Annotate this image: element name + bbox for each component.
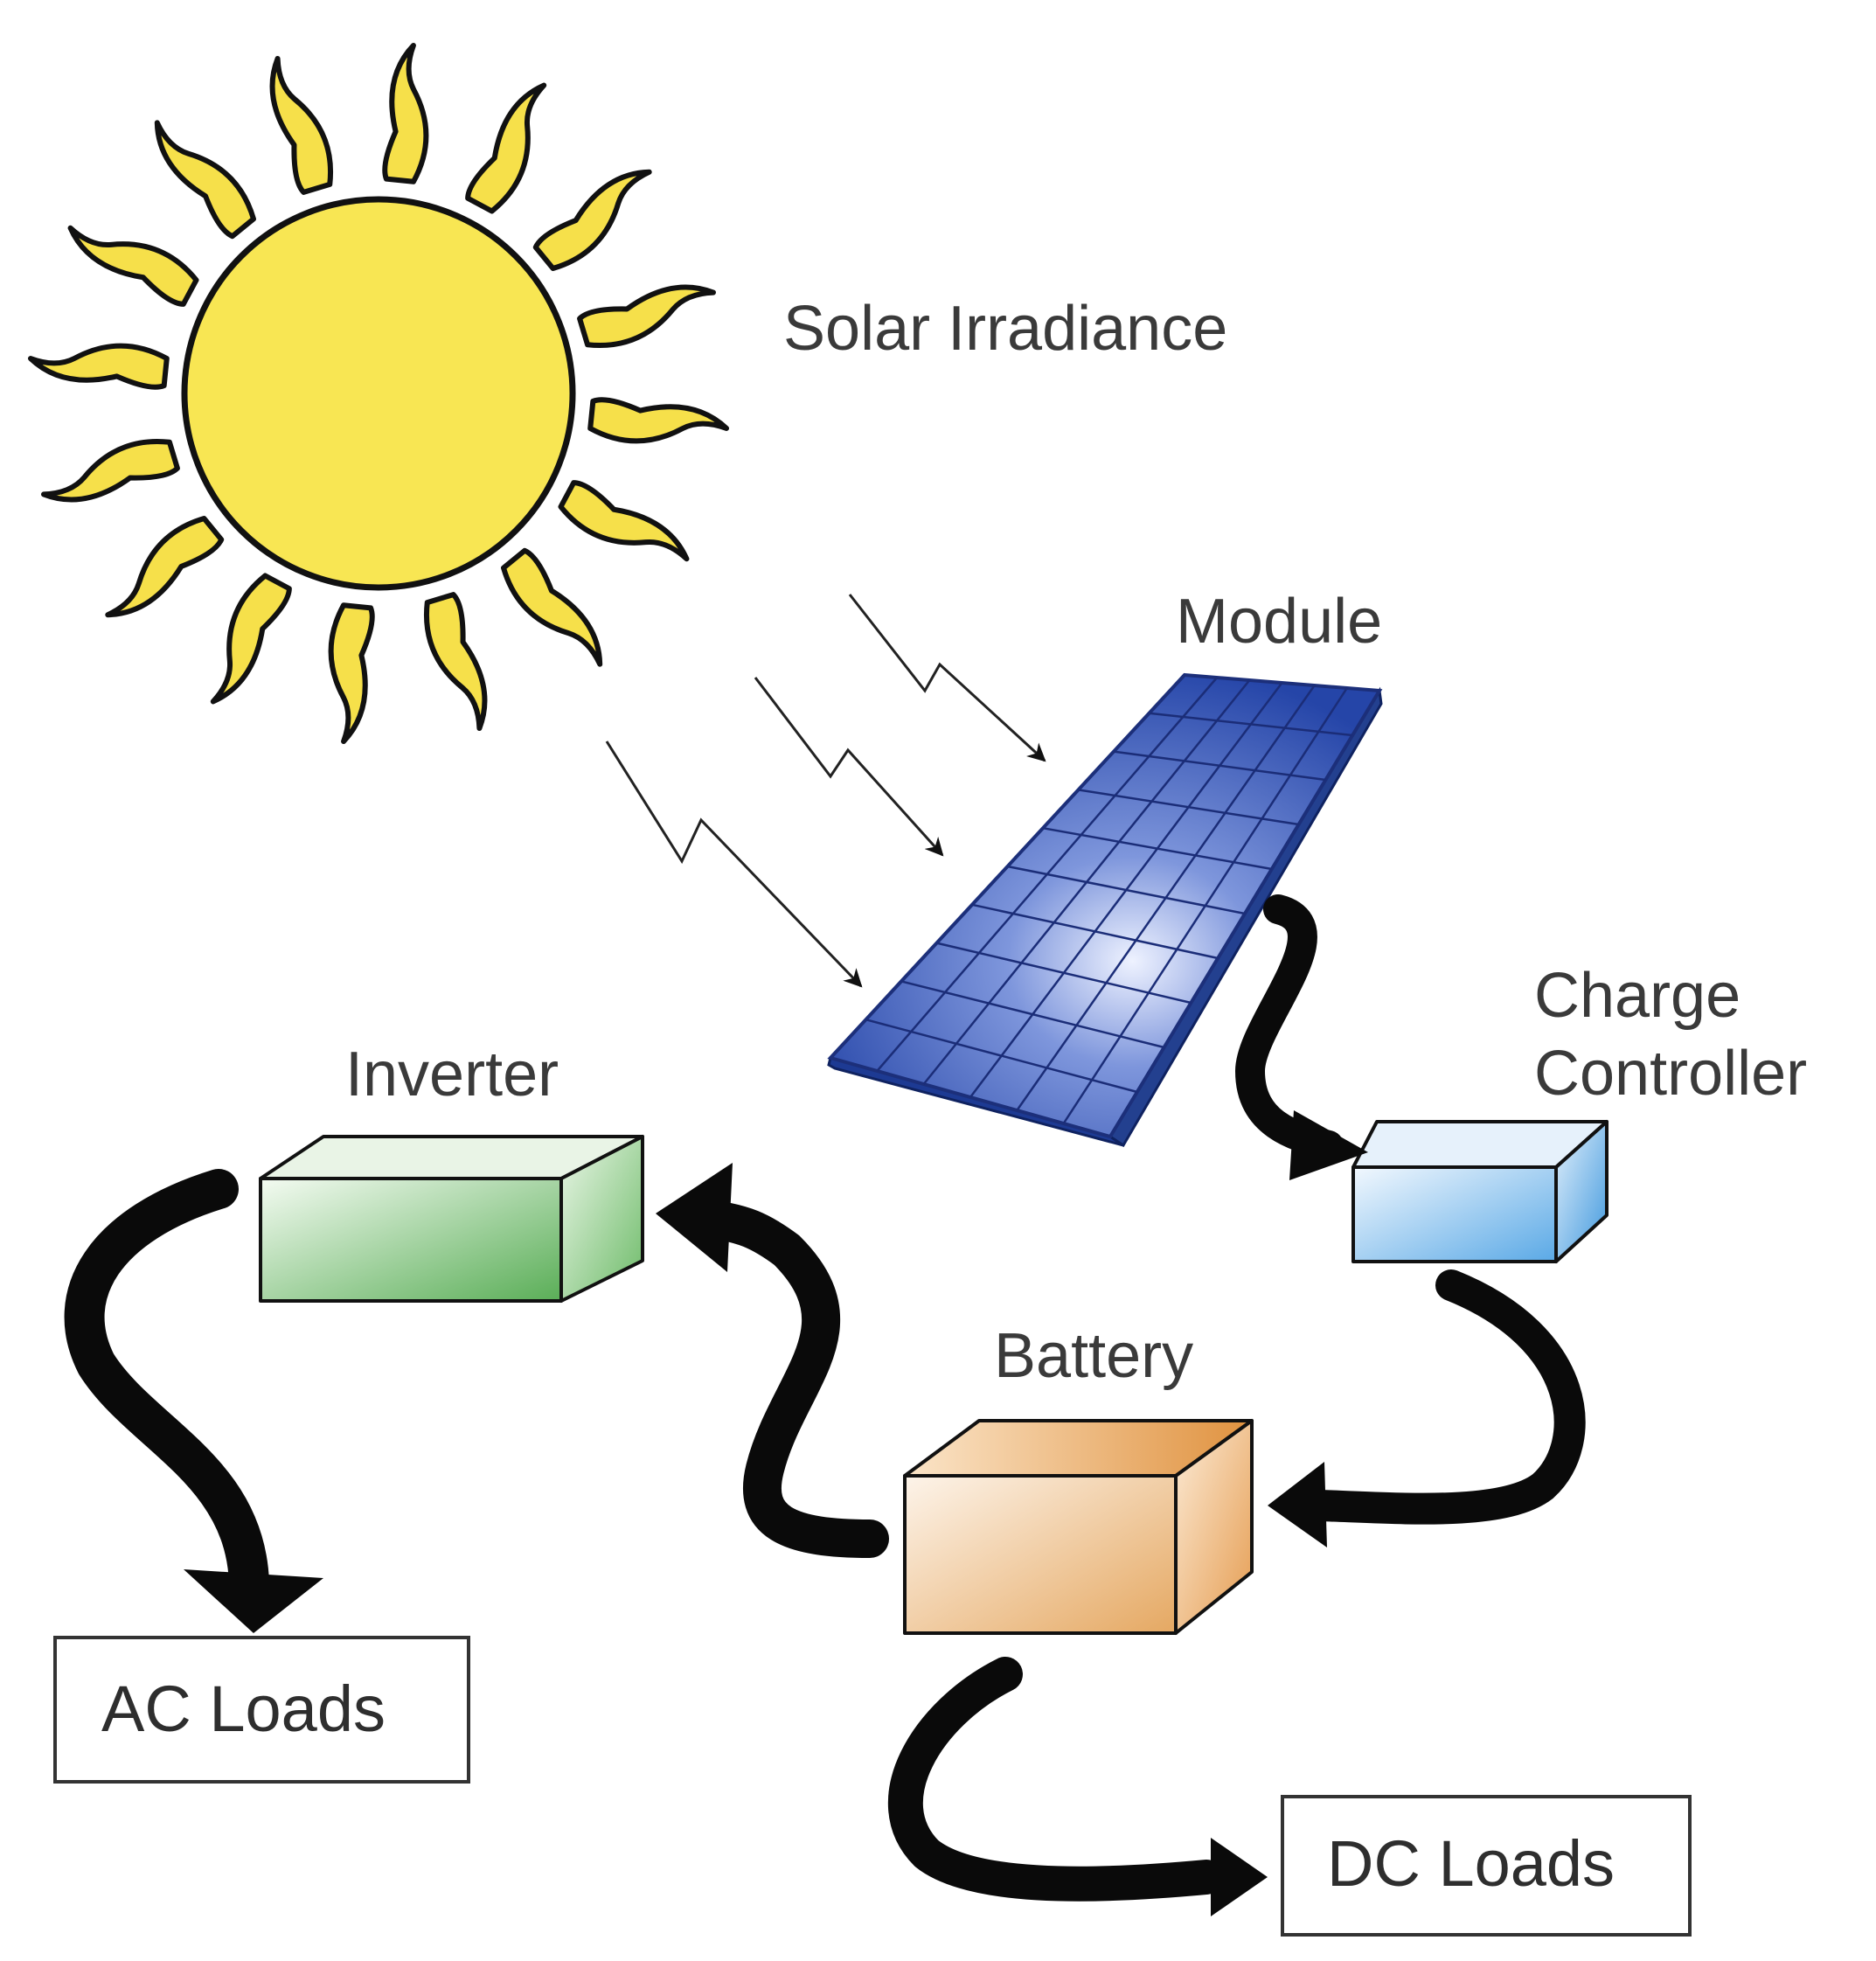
arrow-controller-to-battery [1304, 1269, 1586, 1525]
arrow-inverter-to-ac-loads [64, 1169, 269, 1603]
sun-ray [105, 516, 225, 618]
panel-cell-line [1078, 789, 1299, 826]
sun-ray [587, 397, 730, 444]
arrow-module-to-controller [1235, 894, 1344, 1160]
module-label: Module [1176, 587, 1382, 657]
arrow-head [184, 1569, 323, 1633]
arrow-head [656, 1163, 733, 1272]
charge-controller-box-icon [1351, 1120, 1608, 1263]
sun-ray [27, 343, 170, 390]
irradiance-arrows [605, 594, 1046, 988]
arrow-head [1289, 1110, 1368, 1180]
sun-ray [154, 120, 256, 240]
sun-ray [210, 573, 292, 705]
irradiance-arrow [754, 677, 944, 857]
inverter-box-icon [259, 1135, 644, 1303]
panel-cell-line [865, 1018, 1138, 1094]
panel-cell-line [900, 980, 1164, 1049]
sun-ray [465, 82, 547, 214]
sun-ray [558, 480, 690, 562]
panel-cell-line [1042, 826, 1273, 871]
sun-ray [424, 592, 488, 731]
sun-icon [27, 42, 730, 745]
panel-cell-line [971, 903, 1219, 960]
panel-cell-line [1149, 712, 1353, 737]
sun-ray [67, 225, 199, 307]
inverter-label: Inverter [345, 1040, 559, 1109]
arrow-battery-to-dc-loads [887, 1657, 1224, 1902]
charge-controller-label-line2: Controller [1534, 1039, 1807, 1109]
irradiance-arrow [848, 594, 1046, 762]
sun-ray [382, 42, 429, 184]
sun-ray [501, 547, 603, 667]
arrow-head [1268, 1462, 1327, 1547]
sun-ray [328, 602, 375, 745]
ac-loads-box [53, 1636, 470, 1784]
arrow-head [1211, 1838, 1268, 1916]
panel-cell-line [1007, 865, 1246, 915]
charge-controller-label-line1: Charge [1534, 961, 1741, 1031]
solar-module-icon [827, 672, 1383, 1148]
arrow-battery-to-inverter [698, 1200, 889, 1558]
sun-disc [181, 196, 576, 591]
sun-ray [269, 56, 333, 195]
dc-loads-label: DC Loads [1327, 1827, 1615, 1900]
dc-loads-box [1281, 1795, 1692, 1937]
sun-ray [532, 169, 652, 271]
solar-irradiance-label: Solar Irradiance [783, 294, 1227, 364]
flow-arrows [64, 894, 1586, 1916]
sun-ray [41, 439, 180, 503]
sun-ray [577, 284, 716, 348]
battery-box-icon [903, 1419, 1254, 1635]
irradiance-arrow [605, 741, 863, 988]
panel-cell-line [1113, 750, 1326, 782]
ac-loads-label: AC Loads [101, 1672, 386, 1745]
panel-cell-line [936, 942, 1192, 1005]
sun-rays [27, 42, 730, 745]
battery-label: Battery [994, 1321, 1193, 1391]
